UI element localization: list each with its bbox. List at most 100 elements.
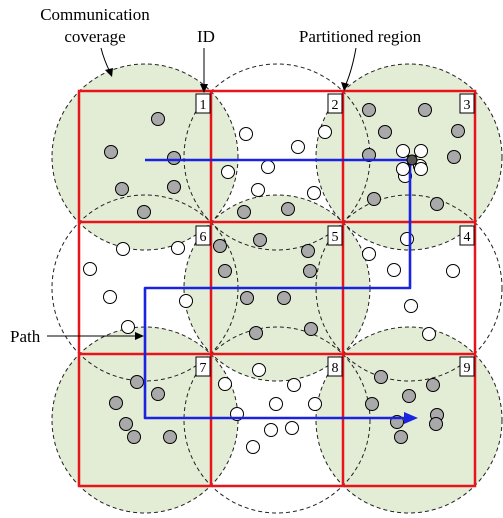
coverage-fill-region-7 xyxy=(52,327,238,513)
region-id-box-8 xyxy=(327,356,343,377)
id-leader-arrow xyxy=(200,84,208,93)
sensor-node-covered xyxy=(119,417,133,431)
sensor-node-uncovered xyxy=(264,423,278,437)
sensor-node-covered xyxy=(430,197,444,211)
coverage-leader-line xyxy=(100,47,111,73)
path-arrowhead xyxy=(404,412,418,424)
sensor-node-covered xyxy=(304,322,318,336)
sensor-node-covered xyxy=(303,264,317,278)
sensor-node-covered xyxy=(218,264,232,278)
region-leader-line xyxy=(345,47,357,85)
travel-path-line xyxy=(143,158,412,420)
sensor-node-uncovered xyxy=(246,440,260,454)
sensor-node-covered xyxy=(426,378,440,392)
region-id-box-6 xyxy=(195,225,211,246)
sensor-node-covered xyxy=(394,430,408,444)
sensor-node-covered xyxy=(451,124,465,138)
sensor-node-covered xyxy=(447,150,461,164)
sensor-node-uncovered xyxy=(291,140,305,154)
sensor-node-uncovered xyxy=(103,290,117,304)
sensor-node-covered xyxy=(167,151,181,165)
coverage-circle-9 xyxy=(315,326,503,514)
region-id-box-3 xyxy=(459,93,475,114)
sensor-node-uncovered xyxy=(287,378,301,392)
sensor-node-uncovered xyxy=(404,299,418,313)
sensor-node-covered xyxy=(151,112,165,126)
sensor-node-covered xyxy=(362,148,376,162)
sensor-node-covered xyxy=(281,202,295,216)
region-id-box-2 xyxy=(327,93,343,114)
region-id-labels: 1 2 3 6 5 4 7 8 9 xyxy=(195,93,475,377)
quadcopter-drone-icon xyxy=(396,144,428,176)
path-leader-arrow xyxy=(135,332,144,340)
sensor-node-covered xyxy=(127,430,141,444)
region-id-box-5 xyxy=(327,225,343,246)
sensor-node-uncovered xyxy=(269,397,283,411)
sensor-node-uncovered xyxy=(422,327,436,341)
sensor-node-covered xyxy=(378,125,392,139)
sensor-node-covered xyxy=(167,180,181,194)
sensor-node-covered xyxy=(301,244,315,258)
region-id-6: 6 xyxy=(200,230,207,245)
coverage-leader-arrow xyxy=(105,68,113,77)
travel-path xyxy=(143,158,418,424)
sensor-node-covered xyxy=(115,182,129,196)
sensor-node-covered xyxy=(237,205,251,219)
sensor-node-covered xyxy=(429,417,443,431)
sensor-node-covered xyxy=(249,326,263,340)
region-id-1: 1 xyxy=(200,98,207,113)
sensor-node-uncovered xyxy=(179,294,193,308)
sensor-node-uncovered xyxy=(83,262,97,276)
sensor-node-covered xyxy=(365,397,379,411)
region-id-box-4 xyxy=(459,225,475,246)
sensor-node-uncovered xyxy=(261,160,275,174)
path-label: Path xyxy=(10,327,41,346)
coverage-circle-1 xyxy=(51,63,239,251)
sensor-node-covered xyxy=(402,389,416,403)
annotations: Communication coverage ID Partitioned re… xyxy=(10,5,422,346)
sensor-node-uncovered xyxy=(318,125,332,139)
sensor-node-uncovered xyxy=(307,186,321,200)
sensor-node-uncovered xyxy=(251,183,265,197)
coverage-label-line1: Communication xyxy=(40,5,150,24)
coverage-label-line2: coverage xyxy=(64,27,125,46)
sensor-node-covered xyxy=(374,370,388,384)
region-label: Partitioned region xyxy=(299,27,422,46)
sensor-node-uncovered xyxy=(285,421,299,435)
sensor-node-covered xyxy=(130,375,144,389)
sensor-node-uncovered xyxy=(387,263,401,277)
coverage-circle-8 xyxy=(183,326,371,514)
region-id-3: 3 xyxy=(464,98,471,113)
region-id-7: 7 xyxy=(200,361,207,376)
region-leader-arrow xyxy=(341,82,349,91)
sensor-node-covered xyxy=(151,387,165,401)
region-id-2: 2 xyxy=(332,98,339,113)
grid-outer-border xyxy=(77,89,477,488)
id-label: ID xyxy=(197,27,215,46)
sensor-node-uncovered xyxy=(362,247,376,261)
sensor-node-covered xyxy=(109,396,123,410)
region-id-5: 5 xyxy=(332,230,339,245)
sensor-node-uncovered xyxy=(218,377,232,391)
region-id-8: 8 xyxy=(332,361,339,376)
sensor-node-covered xyxy=(240,291,254,305)
sensor-node-uncovered xyxy=(116,242,130,256)
sensor-node-covered xyxy=(418,103,432,117)
coverage-circle-3 xyxy=(315,63,503,251)
region-id-4: 4 xyxy=(464,230,471,245)
region-id-box-1 xyxy=(195,93,211,114)
region-id-box-7 xyxy=(195,356,211,377)
sensor-node-uncovered xyxy=(121,320,135,334)
sensor-node-uncovered xyxy=(221,165,235,179)
sensor-node-covered xyxy=(277,291,291,305)
sensor-node-covered xyxy=(362,103,376,117)
region-id-box-9 xyxy=(459,356,475,377)
sensor-node-uncovered xyxy=(252,363,266,377)
sensor-node-uncovered xyxy=(446,264,460,278)
coverage-fill-region-1 xyxy=(52,64,238,250)
sensor-node-covered xyxy=(253,233,267,247)
sensor-node-covered xyxy=(137,205,151,219)
sensor-node-covered xyxy=(213,239,227,253)
sensor-node-group xyxy=(83,103,465,454)
